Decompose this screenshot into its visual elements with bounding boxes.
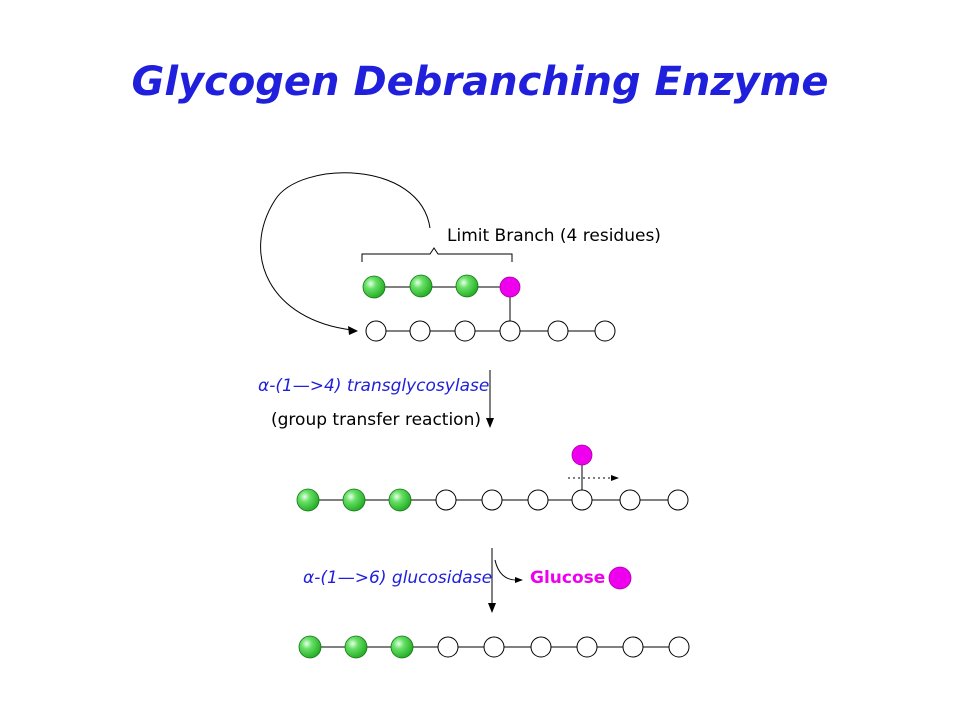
- chain-residue: [481, 489, 503, 511]
- alpha-symbol: α: [303, 568, 314, 588]
- step-initial: Limit Branch (4 residues): [260, 172, 661, 342]
- reaction-arrowhead: [486, 418, 494, 428]
- chain-residue: [437, 636, 459, 658]
- chain-residue: [435, 489, 457, 511]
- glucosidase-label: α-(1—>6) glucosidase: [303, 568, 492, 588]
- free-glucose-residue: [608, 566, 632, 590]
- branch-point-residue: [499, 276, 521, 298]
- glucose-release-arrow: [494, 559, 517, 581]
- alpha-symbol: α: [258, 376, 269, 396]
- chain-residue: [594, 320, 616, 342]
- reaction-step-glucosidase: α-(1—>6) glucosidase Glucose: [303, 548, 632, 613]
- chain-residue: [547, 320, 569, 342]
- transfer-arc-arrowhead: [348, 326, 358, 335]
- chain-residue: [499, 320, 521, 342]
- green-residue: [388, 488, 412, 512]
- green-residue: [298, 635, 322, 659]
- chain-residue: [667, 489, 689, 511]
- transfer-arc: [260, 172, 431, 331]
- chain-residue: [483, 636, 505, 658]
- transglycosylase-text: -(1—>4) transglycosylase: [269, 376, 489, 396]
- reaction-step-transglycosylase: α-(1—>4) transglycosylase (group transfe…: [258, 370, 494, 430]
- green-residue: [390, 635, 414, 659]
- chain-residue: [527, 489, 549, 511]
- limit-branch-brace: [361, 247, 513, 262]
- step-after-hydrolysis: [298, 635, 690, 659]
- glucose-release-arrowhead: [515, 577, 523, 583]
- green-residue: [342, 488, 366, 512]
- green-residue: [344, 635, 368, 659]
- chain-residue: [409, 320, 431, 342]
- reaction-arrowhead: [488, 603, 496, 613]
- green-residue: [455, 274, 479, 298]
- group-transfer-label: (group transfer reaction): [271, 410, 481, 430]
- chain-residue: [530, 636, 552, 658]
- chain-residue: [622, 636, 644, 658]
- glucosidase-text: -(1—>6) glucosidase: [314, 568, 492, 588]
- chain-residue: [619, 489, 641, 511]
- transglycosylase-label: α-(1—>4) transglycosylase: [258, 376, 489, 396]
- branch-point-residue: [571, 444, 593, 466]
- green-residue: [409, 274, 433, 298]
- chain-residue: [576, 636, 598, 658]
- chain-residue: [454, 320, 476, 342]
- chain-residue: [365, 320, 387, 342]
- chain-residue: [668, 636, 690, 658]
- step-after-transfer: [296, 444, 689, 512]
- green-residue: [296, 488, 320, 512]
- limit-branch-label: Limit Branch (4 residues): [447, 226, 661, 246]
- green-residue: [362, 275, 386, 299]
- glucose-label: Glucose: [530, 568, 605, 588]
- chain-residue: [571, 489, 593, 511]
- slide-title: Glycogen Debranching Enzyme: [131, 59, 829, 105]
- hydrolysis-dotted-arrowhead: [611, 475, 619, 481]
